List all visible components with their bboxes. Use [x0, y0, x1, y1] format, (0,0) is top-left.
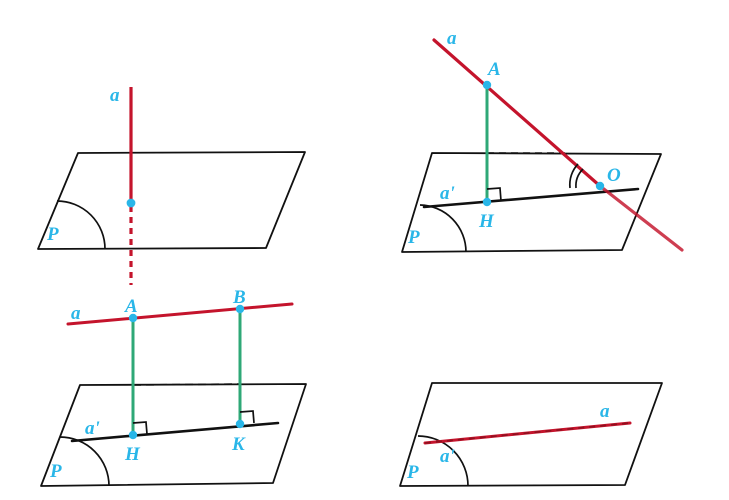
label-point-O-panel2: O — [607, 165, 621, 186]
label-plane-p-panel1: P — [46, 224, 59, 245]
projection-overlay-panel4 — [424, 422, 631, 444]
line-a-hidden-panel2 — [598, 184, 684, 252]
plane-outline-panel2 — [401, 152, 662, 253]
label-point-H-panel2: H — [478, 211, 495, 232]
plane-outline-panel3 — [40, 383, 307, 487]
label-plane-p-panel2: P — [407, 227, 420, 248]
hidden-construction-panel3 — [132, 383, 241, 386]
plane-corner-arc-panel4 — [417, 435, 469, 487]
point-marker-B-panel3 — [235, 304, 245, 314]
label-line-a-panel2: a — [447, 28, 457, 49]
label-point-K-panel3: K — [231, 434, 246, 455]
panel-contained: a a' P — [399, 382, 663, 487]
angle-arc-outer-panel2 — [568, 163, 579, 189]
plane-corner-arc-panel3 — [59, 436, 110, 487]
label-plane-p-panel3: P — [49, 461, 62, 482]
label-projection-panel3: a' — [85, 418, 100, 439]
panel-oblique: a A H O a' P — [401, 28, 684, 253]
plane-corner-arc-panel2 — [419, 204, 467, 253]
label-projection-panel2: a' — [440, 183, 455, 204]
right-angle-mark-H-panel2 — [486, 187, 502, 202]
label-line-a-panel1: a — [110, 85, 120, 106]
point-marker-O-panel2 — [595, 181, 605, 191]
label-point-B-panel3: B — [232, 287, 246, 308]
plane-outline-panel4 — [399, 382, 663, 487]
label-point-A-panel3: A — [124, 296, 138, 317]
point-marker-panel1 — [126, 198, 136, 208]
label-projection-panel4: a' — [440, 446, 455, 467]
panel-perpendicular: a P — [37, 85, 306, 285]
label-line-a-panel4: a — [600, 401, 610, 422]
point-marker-K-panel3 — [235, 419, 245, 429]
point-marker-H-panel3 — [128, 430, 138, 440]
angle-arc-inner-panel2 — [575, 168, 584, 189]
projection-line-panel3 — [70, 421, 280, 443]
label-line-a-panel3: a — [71, 303, 81, 324]
projection-line-panel2 — [422, 187, 640, 209]
line-a-panel3 — [66, 302, 294, 326]
line-a-panel2 — [432, 38, 602, 188]
point-marker-A-panel2 — [482, 80, 492, 90]
plane-corner-arc-panel1 — [56, 200, 106, 250]
label-point-A-panel2: A — [487, 59, 501, 80]
label-plane-p-panel4: P — [406, 462, 419, 483]
plane-outline-panel1 — [37, 151, 306, 250]
label-point-H-panel3: H — [124, 444, 141, 465]
right-angle-mark-K-panel3 — [239, 410, 255, 424]
panel-parallel: a A B H K a' P — [40, 287, 307, 487]
point-marker-H-panel2 — [482, 197, 492, 207]
point-marker-A-panel3 — [128, 313, 138, 323]
right-angle-mark-H-panel3 — [132, 421, 148, 435]
